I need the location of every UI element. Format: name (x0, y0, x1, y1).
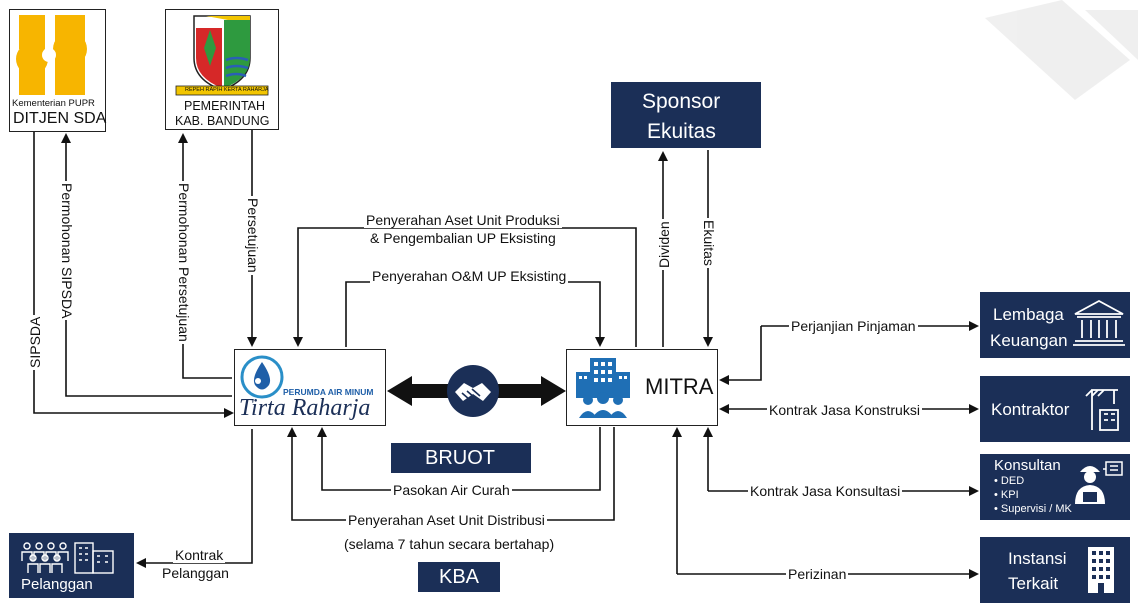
pelanggan-text: Pelanggan (21, 576, 93, 593)
label-serah-produksi-1: Penyerahan Aset Unit Produksi (364, 212, 562, 228)
label-persetujuan: Persetujuan (245, 196, 261, 275)
company-building-icon (576, 358, 630, 418)
lembaga-line1: Lembaga (993, 305, 1064, 324)
label-pasokan: Pasokan Air Curah (391, 482, 512, 498)
instansi-terkait-box: Instansi Terkait (980, 537, 1130, 603)
label-serah-distribusi-2: (selama 7 tahun secara bertahap) (342, 536, 557, 552)
label-kontrak-konstruksi: Kontrak Jasa Konstruksi (767, 402, 922, 418)
lembaga-line2: Keuangan (990, 331, 1068, 350)
konsultan-title: Konsultan (994, 457, 1061, 474)
kontraktor-text: Kontraktor (991, 400, 1070, 419)
bandung-line2: KAB. BANDUNG (175, 114, 270, 128)
handshake-icon (447, 365, 499, 417)
bank-icon (1073, 299, 1125, 346)
construction-crane-icon (1085, 389, 1119, 431)
pupr-line2: DITJEN SDA (13, 110, 107, 127)
perjanjian-arrow (719, 326, 762, 385)
serah-om-arrow (345, 281, 605, 347)
instansi-line2: Terkait (1008, 574, 1059, 593)
label-dividen: Dividen (656, 219, 672, 270)
label-permohonan-persetujuan: Permohonan Persetujuan (176, 181, 192, 344)
mitra-name: MITRA (645, 374, 714, 399)
tirta-name: Tirta Raharja (239, 395, 371, 421)
office-building-icon (1088, 547, 1114, 593)
label-kontrak-pelanggan-2: Pelanggan (160, 565, 231, 581)
konsultan-box: Konsultan • DED • KPI • Supervisi / MK (980, 454, 1130, 520)
konsultan-item-ded: • DED (994, 475, 1025, 487)
tirta-raharja-box: PERUMDA AIR MINUM Tirta Raharja (234, 349, 386, 426)
sponsor-line2: Ekuitas (647, 120, 716, 143)
bandung-crest-icon (175, 15, 269, 96)
bandung-line1: PEMERINTAH (184, 99, 266, 113)
pelanggan-box: Pelanggan (9, 533, 134, 598)
label-serah-distribusi-1: Penyerahan Aset Unit Distribusi (346, 512, 547, 528)
lembaga-keuangan-box: Lembaga Keuangan (980, 292, 1130, 358)
label-perjanjian: Perjanjian Pinjaman (789, 318, 918, 334)
pupr-logo-box: Kementerian PUPR DITJEN SDA (9, 9, 106, 132)
bandung-logo-box: REPEH RAPIH KERTA RAHARJA PEMERINTAH KAB… (165, 9, 279, 130)
pupr-emblem-icon (16, 15, 87, 95)
customers-city-icon (21, 542, 114, 574)
label-permohonan-sipsda: Permohonan SIPSDA (59, 181, 75, 321)
kba-label: KBA (418, 562, 500, 592)
serah-distribusi-arrow (287, 427, 615, 521)
konsultan-item-supervisi: • Supervisi / MK (994, 503, 1072, 515)
bruot-label: BRUOT (391, 443, 531, 473)
permohonan-sipsda-arrow (61, 133, 232, 397)
bandung-motto: REPEH RAPIH KERTA RAHARJA (185, 87, 269, 93)
consultant-engineer-icon (1075, 461, 1123, 504)
kontrak-pelanggan-arrow (136, 429, 253, 568)
label-kontrak-pelanggan-1: Kontrak (173, 547, 226, 563)
watermark-logo (985, 0, 1138, 100)
sponsor-line1: Sponsor (642, 90, 721, 113)
label-ekuitas: Ekuitas (701, 218, 717, 268)
serah-produksi-arrow (293, 227, 637, 347)
instansi-line1: Instansi (1008, 549, 1067, 568)
sipsda-arrow (33, 132, 234, 418)
label-serah-produksi-2: & Pengembalian UP Eksisting (368, 230, 558, 246)
label-sipsda: SIPSDA (27, 314, 43, 370)
pupr-line1: Kementerian PUPR (12, 98, 95, 109)
label-kontrak-konsultasi: Kontrak Jasa Konsultasi (748, 483, 903, 499)
water-drop-icon (240, 355, 284, 399)
konsultan-item-kpi: • KPI (994, 489, 1019, 501)
label-perizinan: Perizinan (786, 566, 849, 582)
tirta-small-text: PERUMDA AIR MINUM (283, 387, 374, 397)
sponsor-ekuitas-box: Sponsor Ekuitas (611, 82, 761, 148)
mitra-box: MITRA (566, 349, 718, 426)
label-serah-om: Penyerahan O&M UP Eksisting (370, 268, 569, 284)
kontraktor-box: Kontraktor (980, 376, 1130, 442)
